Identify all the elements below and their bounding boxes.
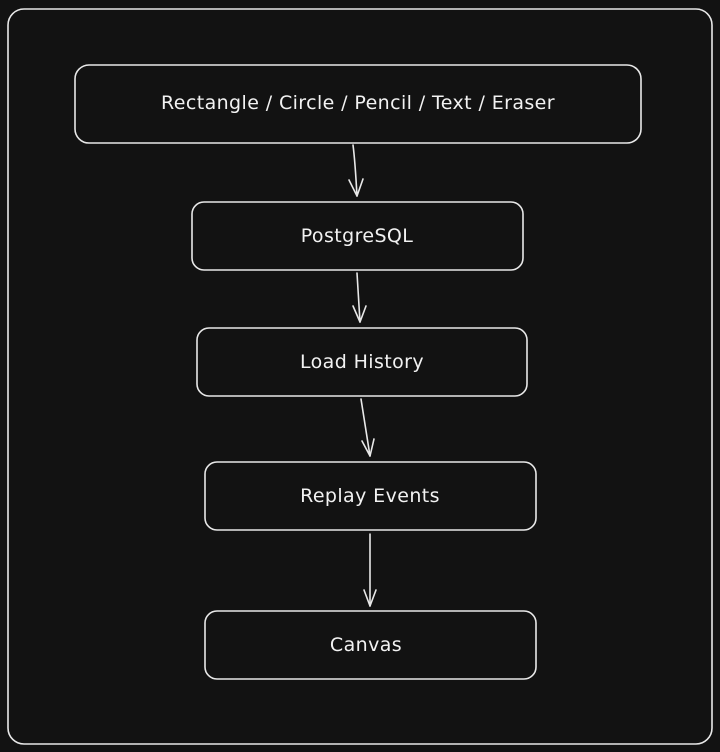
arrow-tools-to-postgres <box>348 144 364 197</box>
arrow-replay-to-canvas <box>363 533 377 607</box>
node-label-replay: Replay Events <box>300 485 440 507</box>
outer-frame <box>7 8 713 745</box>
node-label-postgres: PostgreSQL <box>300 225 414 247</box>
node-label-canvas: Canvas <box>329 634 403 656</box>
node-box-replay <box>204 461 537 531</box>
node-label-tools: Rectangle / Circle / Pencil / Text / Era… <box>161 92 555 114</box>
arrow-history-to-replay <box>360 398 375 457</box>
node-box-postgres <box>191 201 524 271</box>
node-box-history <box>196 327 528 397</box>
arrow-postgres-to-history <box>352 272 367 323</box>
node-box-tools <box>74 64 642 144</box>
node-box-canvas <box>204 610 537 680</box>
node-label-history: Load History <box>299 351 425 373</box>
